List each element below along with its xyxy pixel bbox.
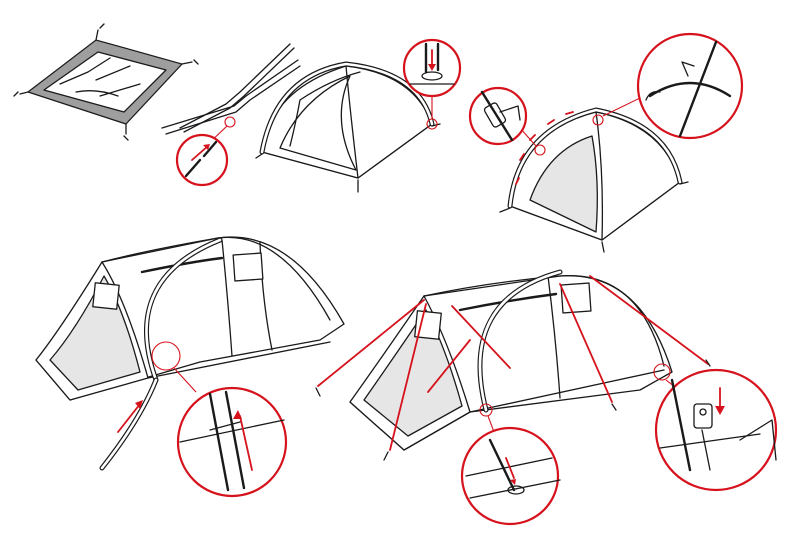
step-2-assemble-poles xyxy=(161,43,301,187)
sleeve-callout xyxy=(176,386,288,498)
buckle-callout xyxy=(654,368,778,492)
grommet-pin-callout xyxy=(460,426,560,526)
step-4-clip-poles xyxy=(468,32,744,253)
step-5-insert-tunnel-pole xyxy=(35,236,345,498)
step-6-guy-out-tent xyxy=(315,269,778,526)
step-3-pitch-inner-tent xyxy=(255,38,462,193)
pole-joint-callout xyxy=(175,133,229,187)
step-1-lay-out-inner-tent xyxy=(13,23,199,141)
pole-cross-callout xyxy=(636,32,744,140)
